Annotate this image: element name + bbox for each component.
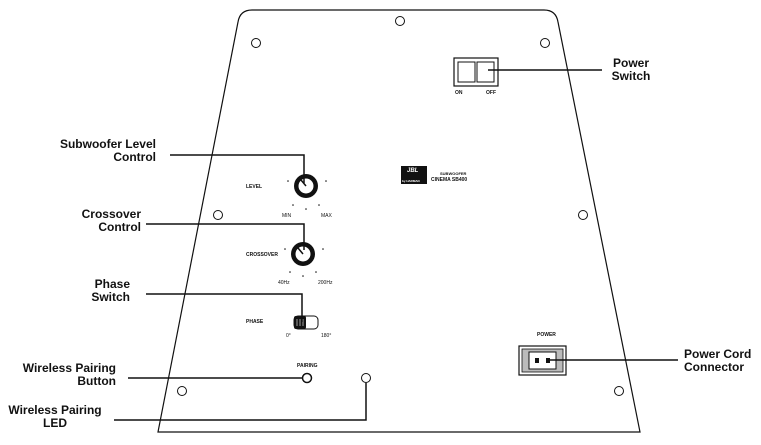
- hz-high-label: 200Hz: [318, 280, 333, 286]
- on-label: ON: [455, 90, 463, 96]
- pairing-label: PAIRING: [297, 363, 318, 369]
- phase-0-label: 0°: [286, 333, 291, 339]
- pairing-button[interactable]: [301, 372, 313, 384]
- screw-holes: [177, 16, 624, 396]
- crossover-label: CROSSOVER: [246, 252, 278, 258]
- phase-switch[interactable]: [293, 315, 319, 330]
- power-switch[interactable]: [453, 57, 499, 87]
- product-type: SUBWOOFER: [440, 171, 467, 176]
- brand-logo: [401, 166, 427, 184]
- phase-label: PHASE: [246, 319, 264, 325]
- brand-logo-text: JBL: [407, 168, 419, 174]
- level-dots: [287, 180, 327, 210]
- level-label: LEVEL: [246, 184, 263, 190]
- max-label: MAX: [321, 213, 332, 219]
- phase-180-label: 180°: [321, 333, 332, 339]
- power-label: POWER: [537, 332, 556, 338]
- min-label: MIN: [282, 213, 292, 219]
- crossover-dots: [284, 248, 324, 277]
- leader-lines: [114, 69, 678, 421]
- hz-low-label: 40Hz: [278, 280, 290, 286]
- product-name: CINEMA SB400: [431, 177, 468, 183]
- crossover-knob[interactable]: [291, 242, 315, 266]
- off-label: OFF: [486, 90, 496, 96]
- pairing-led: [361, 373, 371, 383]
- brand-sub-text: by HARMAN: [402, 179, 420, 183]
- panel-outline: [157, 9, 641, 433]
- level-knob[interactable]: [294, 174, 318, 198]
